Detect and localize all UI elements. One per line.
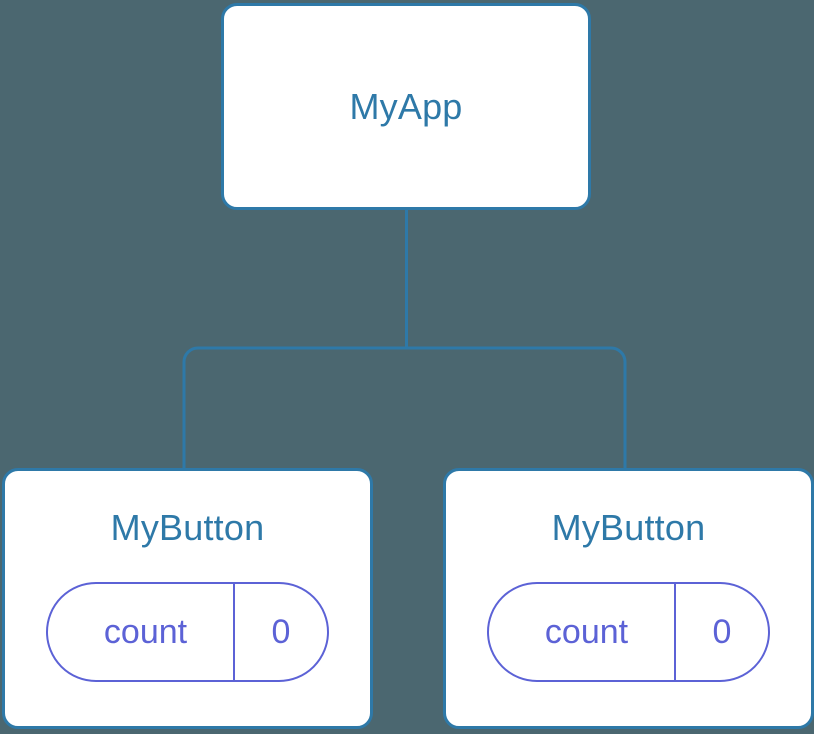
- connector-to-child-1: [406, 346, 627, 468]
- component-node-root[interactable]: MyApp: [221, 3, 591, 210]
- component-node-child-1[interactable]: MyButton count 0: [443, 468, 814, 729]
- component-node-title: MyButton: [551, 507, 706, 548]
- component-node-child-0[interactable]: MyButton count 0: [2, 468, 373, 729]
- state-key-label: count: [544, 612, 629, 651]
- state-key-label: count: [103, 612, 188, 651]
- component-node-title: MyButton: [110, 507, 265, 548]
- connector-to-child-0: [182, 346, 407, 468]
- state-value-label: 0: [233, 584, 327, 680]
- component-node-title: MyApp: [349, 85, 463, 127]
- state-badge[interactable]: count 0: [46, 582, 329, 682]
- state-badge[interactable]: count 0: [487, 582, 770, 682]
- state-value-label: 0: [674, 584, 768, 680]
